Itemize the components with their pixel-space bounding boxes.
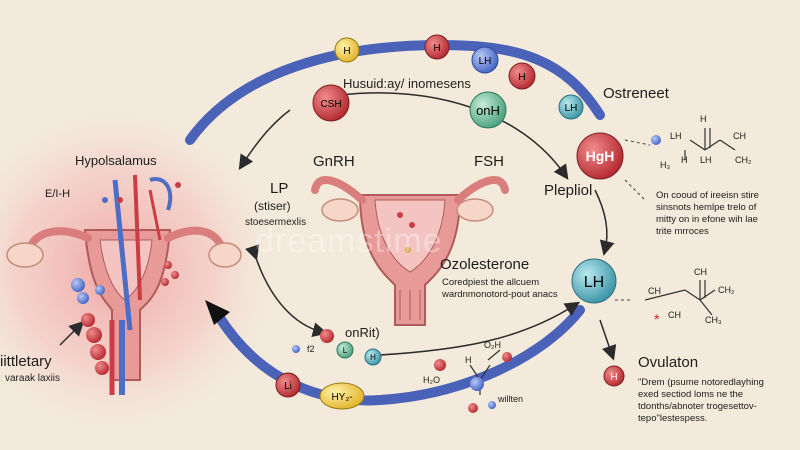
- red-star: *: [654, 311, 660, 327]
- pituitary-sub: varaak laxiis: [5, 373, 60, 384]
- right-desc: On cooud of ireeisn stire sinsnots hemlp…: [656, 190, 796, 238]
- svg-text:HY₂-: HY₂-: [331, 392, 352, 403]
- mol1-atom-2: H: [700, 114, 707, 124]
- hormone-node-small-h: H: [365, 349, 381, 365]
- mol2-atom-5: CH₃: [705, 315, 722, 325]
- svg-text:onH: onH: [476, 103, 500, 118]
- pleplioll-label: Plepliol: [544, 182, 592, 199]
- stiser-label: (stiser): [254, 199, 291, 213]
- mol1-atom-5: LH: [700, 155, 712, 165]
- top-caption: Husuid:ay/ inomesens: [343, 76, 471, 91]
- ostreneet-label: Ostreneet: [603, 85, 669, 102]
- lp-label: LP: [270, 180, 288, 197]
- hypothalamus-label: Hypolsalamus: [75, 153, 157, 168]
- svg-text:LH: LH: [565, 103, 578, 114]
- hormone-node-small-l: L: [337, 342, 353, 358]
- hormone-node-hgh: HgH: [577, 133, 623, 179]
- small-blue-dot: [651, 135, 661, 145]
- svg-text:H: H: [518, 72, 525, 83]
- progesterone-desc: Coredpiest the allcuem wardnmonotord-pou…: [442, 277, 592, 301]
- mol-bead-5: [502, 352, 512, 362]
- mol-bead-2: [470, 377, 484, 391]
- hormone-node-top-h2: H: [425, 35, 449, 59]
- mol2-atom-4: CH: [668, 310, 681, 320]
- ovulation-label: Ovulaton: [638, 354, 698, 371]
- mol1-atom-6: CH₂: [735, 155, 752, 165]
- svg-text:H: H: [370, 353, 376, 362]
- svg-text:HgH: HgH: [586, 148, 615, 164]
- mol2-atom-2: CH: [648, 286, 661, 296]
- o2h-label: O₂H: [484, 340, 501, 350]
- svg-text:L: L: [343, 346, 348, 355]
- top-arrow: [340, 93, 565, 175]
- right-arrow: [595, 190, 607, 250]
- onrit-label: onRit): [345, 325, 380, 340]
- witlien-label: willten: [498, 394, 523, 404]
- ovulation-desc: "Drem (psume notoredlayhing exed sectiod…: [638, 377, 788, 425]
- ovu-arrow: [600, 320, 612, 355]
- mol1-atom-7: H₃: [660, 160, 670, 170]
- svg-text:H: H: [433, 43, 440, 54]
- hormone-node-li: Li: [276, 373, 300, 397]
- hormone-node-hy: HY₂-: [320, 383, 364, 409]
- hormone-node-top-h3: H: [509, 63, 535, 89]
- mol1-atom-1: LH: [670, 131, 682, 141]
- connector-1: [625, 140, 650, 145]
- h-label: H: [465, 355, 472, 365]
- svg-text:LH: LH: [479, 56, 492, 67]
- hormone-node-top-lh1: LH: [472, 47, 498, 73]
- f2-label: f2: [307, 344, 315, 354]
- gnrh-label: GnRH: [313, 153, 355, 170]
- ef-label: E/I-H: [45, 188, 70, 200]
- hormone-node-top-h1: H: [335, 38, 359, 62]
- left-arrow: [242, 110, 290, 165]
- svg-text:H: H: [343, 46, 350, 57]
- small-blue-bead: [292, 345, 300, 353]
- mol1-atom-3: H: [681, 155, 688, 165]
- svg-text:H: H: [610, 372, 617, 383]
- mol2-atom-3: CH₂: [718, 285, 735, 295]
- small-red-bead: [320, 329, 334, 343]
- mol1-atom-4: CH: [733, 131, 746, 141]
- mol-bead-1: [434, 359, 446, 371]
- connector-2: [625, 180, 645, 200]
- pituitary-label: iittletary: [0, 353, 52, 370]
- hormone-node-top-lh2: LH: [559, 95, 583, 119]
- hormone-node-onh: onH: [470, 92, 506, 128]
- mol-bead-4: [488, 401, 496, 409]
- hormone-node-ovu-h: H: [604, 366, 624, 386]
- stoeser-label: stoesermexlis: [245, 217, 306, 228]
- fsh-label: FSH: [474, 153, 504, 170]
- svg-text:Li: Li: [284, 381, 292, 392]
- progesterone-label: Ozolesterone: [440, 256, 529, 273]
- mol2-atom-1: CH: [694, 267, 707, 277]
- mol-bead-3: [468, 403, 478, 413]
- h2o-label: H₂O: [423, 375, 440, 385]
- svg-text:CSH: CSH: [320, 99, 341, 110]
